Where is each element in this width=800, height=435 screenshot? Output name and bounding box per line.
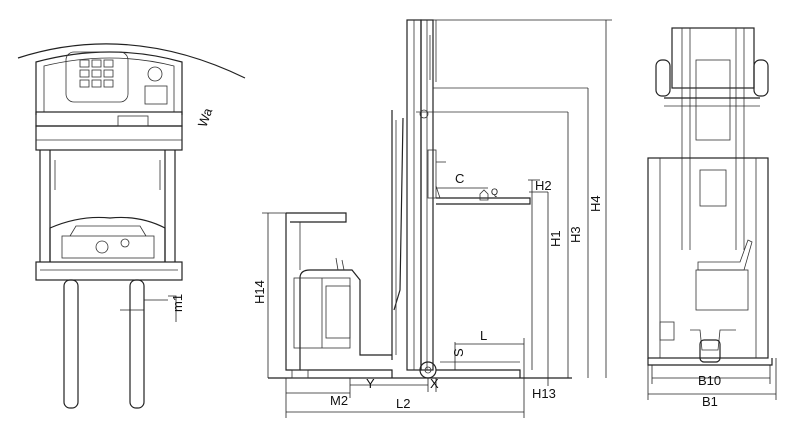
label-wa: Wa bbox=[195, 105, 216, 129]
label-x: X bbox=[430, 376, 439, 391]
label-l2: L2 bbox=[396, 396, 410, 411]
label-h1: H1 bbox=[548, 230, 563, 247]
label-y: Y bbox=[366, 376, 375, 391]
label-h13: H13 bbox=[532, 386, 556, 401]
label-m2: M2 bbox=[330, 393, 348, 408]
top-view bbox=[17, 43, 246, 409]
dimension-labels: Wa m1 C Q H2 H1 H3 H4 H14 S L X Y M2 L2 … bbox=[170, 105, 721, 411]
label-l: L bbox=[480, 328, 487, 343]
label-c: C bbox=[455, 171, 464, 186]
battery-cells bbox=[79, 59, 114, 88]
label-h4: H4 bbox=[588, 195, 603, 212]
label-m1: m1 bbox=[170, 294, 185, 312]
label-s: S bbox=[451, 348, 466, 357]
label-h2: H2 bbox=[535, 178, 552, 193]
front-view bbox=[647, 27, 777, 400]
label-q: Q bbox=[491, 187, 498, 197]
label-b10: B10 bbox=[698, 373, 721, 388]
side-view bbox=[262, 19, 612, 418]
label-h14: H14 bbox=[252, 280, 267, 304]
label-b1: B1 bbox=[702, 394, 718, 409]
label-h3: H3 bbox=[568, 226, 583, 243]
